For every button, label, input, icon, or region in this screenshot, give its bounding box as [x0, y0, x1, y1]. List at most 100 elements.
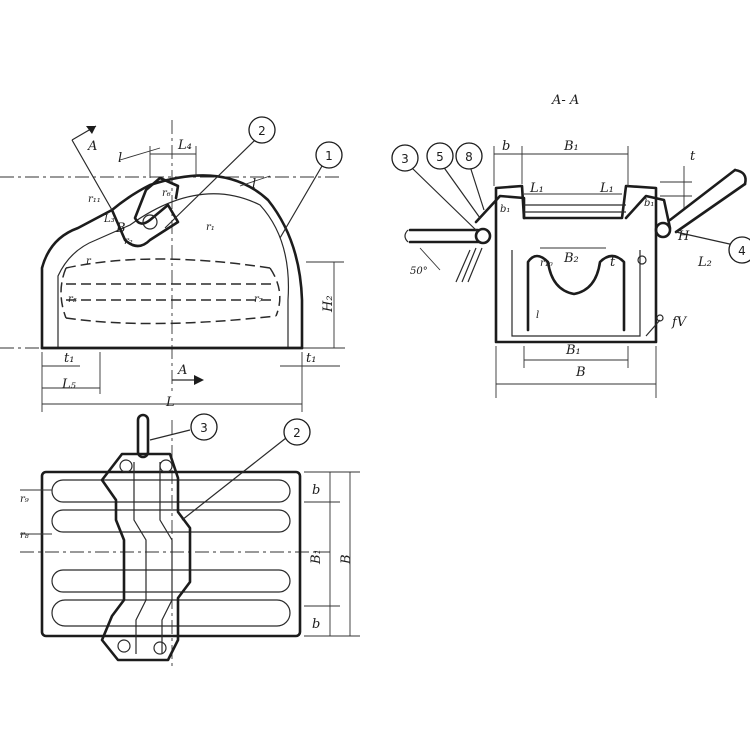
label-r11: r₁₁ — [88, 194, 101, 205]
dim-angle — [419, 247, 441, 271]
section-view: A- A fV B B₁ — [404, 93, 747, 398]
label-r9: r₉ — [20, 494, 29, 505]
label-B: B — [115, 221, 126, 236]
plan-hole-2 — [159, 459, 173, 473]
label-b1-right: b₁ — [644, 198, 654, 209]
callout-number: 2 — [293, 426, 301, 440]
section-handle-end — [733, 168, 747, 186]
dim-l — [119, 147, 161, 161]
plan-pin — [136, 413, 150, 459]
callout-4-section: 4 — [728, 236, 750, 264]
callout-number: 3 — [200, 421, 208, 435]
leader-1 — [279, 165, 323, 239]
section-recess — [526, 254, 626, 332]
callout-circle — [283, 418, 311, 446]
dome-outline — [40, 174, 304, 350]
label-t-right: t — [690, 149, 696, 164]
callout-3-plan: 3 — [190, 413, 218, 441]
label-b1: b₁ — [500, 204, 510, 215]
callout-1: 1 — [315, 141, 343, 169]
dim-b-B1-top — [493, 146, 629, 186]
callout-circle — [315, 141, 343, 169]
callout-number: 5 — [436, 150, 444, 164]
label-l1: l — [536, 310, 539, 321]
label-r1: r₁ — [206, 222, 215, 233]
label-L2: L₂ — [697, 255, 712, 270]
label-r6: r₆ — [162, 188, 171, 199]
rib-slot-4 — [51, 599, 291, 627]
dim-L5 — [42, 352, 101, 394]
callout-3-section: 3 — [391, 144, 419, 172]
callout-number: 2 — [258, 124, 266, 138]
dim-B-section — [495, 346, 657, 398]
section-pivot-plates — [474, 194, 672, 230]
leader-5-section — [439, 161, 481, 219]
plan-lug-inner-1 — [133, 462, 147, 654]
label-r7: r₇ — [254, 294, 263, 305]
dim-l-right — [239, 175, 271, 187]
dim-r-plan — [20, 489, 52, 535]
callout-circle — [426, 142, 454, 170]
label-B1-plan: B₁ — [309, 549, 324, 565]
section-pin-tube — [408, 228, 480, 244]
lug-profile — [110, 176, 180, 248]
callout-number: 8 — [465, 150, 473, 164]
lug-pin-hole — [142, 214, 158, 230]
label-B2: B₂ — [563, 251, 579, 266]
label-r5: r₅ — [68, 294, 77, 305]
label-L1-left: L₁ — [529, 181, 544, 196]
section-pin-left — [474, 227, 492, 245]
dim-L — [41, 352, 303, 412]
section-handle — [668, 168, 747, 234]
label-L5: L₅ — [61, 377, 77, 392]
hidden-rib-end-left — [60, 267, 67, 319]
callout-2-plan: 2 — [283, 418, 311, 446]
callout-circle — [728, 236, 750, 264]
section-top-bars — [524, 204, 626, 213]
vent-hole — [637, 255, 647, 265]
callout-5-section: 5 — [426, 142, 454, 170]
label-t1-left: t₁ — [64, 351, 74, 366]
leader-2-top — [164, 139, 256, 229]
callout-2-top: 2 — [248, 116, 276, 144]
callout-circle — [248, 116, 276, 144]
label-A-top: A — [87, 139, 97, 154]
rib-slot-1 — [51, 479, 291, 503]
plan-lug-body — [100, 452, 192, 662]
dim-B-plan — [304, 471, 360, 637]
plan-hole-4 — [153, 641, 167, 655]
plan-hole-1 — [119, 459, 133, 473]
rib-slot-3 — [51, 569, 291, 593]
leader-3-plan — [149, 429, 191, 441]
rib-slot-2 — [51, 509, 291, 533]
label-B1-section: B₁ — [563, 139, 579, 154]
top-view: b b B₁ B r₉ r₈ — [20, 413, 360, 670]
leader-4-section — [675, 231, 735, 246]
weld-label: fV — [671, 315, 688, 330]
label-l-right: l — [252, 177, 256, 192]
section-title: A- A — [551, 93, 579, 108]
label-L3: L₃ — [103, 214, 115, 225]
label-b-bottom: b — [312, 617, 320, 632]
label-H2: H₂ — [321, 295, 336, 313]
dim-B1-bottom — [523, 346, 629, 368]
section-hatch — [455, 247, 483, 283]
weld-mark — [656, 314, 664, 322]
label-B-section: B — [575, 365, 586, 380]
label-r2: r₂ — [124, 236, 133, 247]
plan-hole-3 — [117, 639, 131, 653]
section-pin-end — [404, 229, 409, 243]
hidden-rib-1 — [65, 258, 271, 269]
weld-leader — [645, 319, 661, 337]
label-A-bottom: A — [177, 363, 187, 378]
label-B-plan: B — [339, 554, 354, 565]
section-arrowhead-top — [86, 126, 96, 134]
hidden-rib-end-right — [269, 267, 281, 317]
label-t-inner: t — [610, 255, 616, 270]
section-arrowhead-bottom — [194, 375, 204, 385]
label-r10: r₁₀ — [540, 258, 553, 269]
callout-8-section: 8 — [455, 142, 483, 170]
callout-circle — [455, 142, 483, 170]
section-pin-right — [654, 221, 672, 239]
